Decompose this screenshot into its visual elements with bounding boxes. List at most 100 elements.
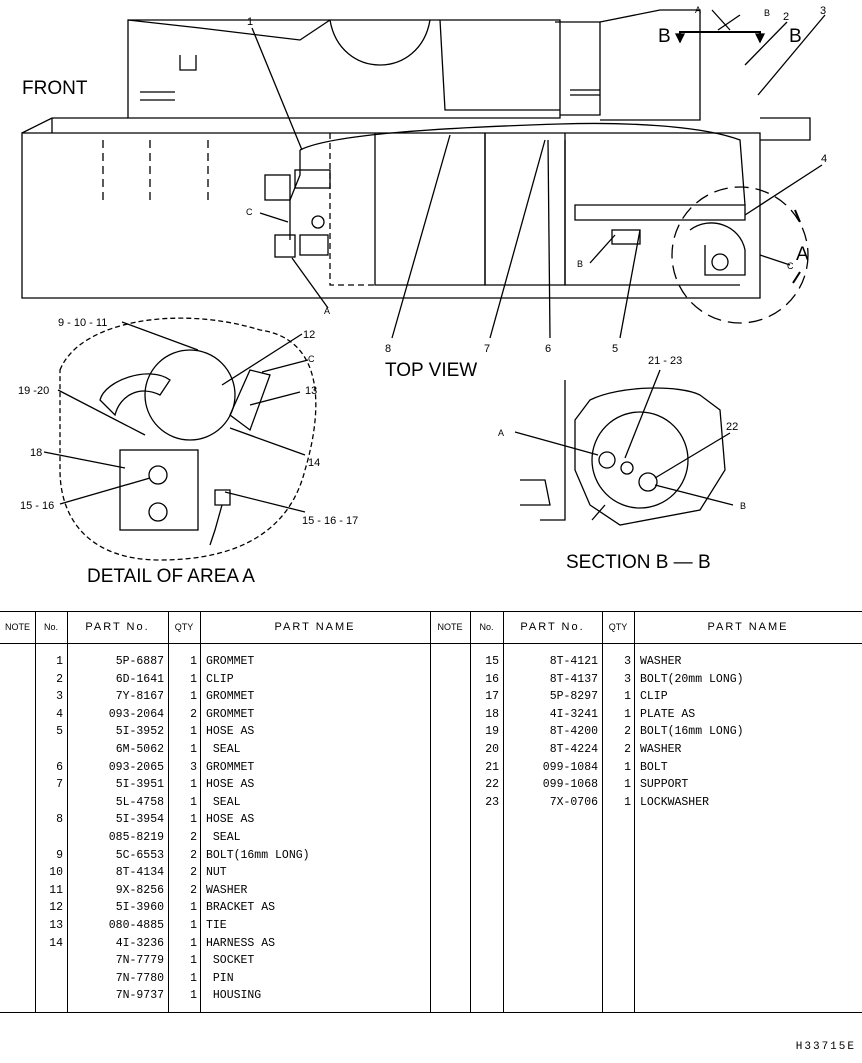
detail-a-arrow-label: A [796,244,809,265]
callout-1: 1 [247,16,253,28]
header-note-right: NOTE [437,622,463,632]
quantity: 3 [624,655,631,668]
callout-21-23: 21 - 23 [648,355,682,367]
parts-table: NOTE No. PART No. QTY PART NAME NOTE No.… [0,611,862,1013]
quantity: 2 [190,831,197,844]
part-number: 5I-3960 [115,901,164,915]
quantity: 2 [190,883,197,897]
quantity: 1 [190,778,197,792]
row-number: 13 [49,919,63,932]
part-name: CLIP [206,672,234,686]
callout-b-lower: B [577,259,583,269]
row-number: 19 [485,725,499,739]
part-name: SEAL [206,743,241,756]
callout-2: 2 [783,11,789,23]
part-name: WASHER [640,743,682,756]
section-bb-label: SECTION B — B [566,552,711,573]
header-no-right: No. [479,622,494,632]
quantity: 1 [624,778,631,792]
table-row: 7 5I-3951 1 HOSE AS [0,776,862,794]
part-number: 7N-7780 [115,971,164,985]
callout-15-16: 15 - 16 [20,500,54,512]
header-part-no-right: PART No. [520,621,585,633]
part-number: 093-2065 [108,760,164,774]
quantity: 1 [190,672,197,686]
section-b-left-mark: B [658,26,671,47]
callout-7: 7 [484,343,490,355]
quantity: 1 [624,795,631,809]
part-number: 9X-8256 [115,883,164,897]
part-number: 4I-3241 [549,707,598,721]
section-b-right-mark: B [789,26,802,47]
part-number: 099-1084 [542,760,598,774]
part-name: LOCKWASHER [640,795,710,809]
callout-section-a: A [498,428,504,438]
part-name: PLATE AS [640,707,696,721]
quantity: 1 [624,760,631,774]
callout-b-top: B [764,8,770,18]
part-name: SEAL [206,795,241,809]
row-number: 21 [485,760,499,774]
part-name: PIN [206,971,234,985]
callout-c-right: C [787,261,794,271]
part-name: HOSE AS [206,778,255,792]
quantity: 1 [190,936,197,950]
callout-13: 13 [305,385,317,397]
part-name: TIE [206,919,227,932]
part-number: 5I-3954 [115,813,164,827]
part-number: 5P-6887 [115,655,164,668]
callout-22: 22 [726,421,738,433]
quantity: 2 [190,707,197,721]
part-number: 093-2064 [108,707,164,721]
callout-18: 18 [30,447,42,459]
parts-diagram: FRONT TOP VIEW DETAIL OF AREA A SECTION … [18,5,827,587]
header-note-left: NOTE [4,622,30,632]
part-number: 8T-4200 [549,725,598,739]
row-number: 18 [485,707,499,721]
part-name: NUT [206,866,227,880]
callout-a-left: A [324,306,330,316]
callout-3: 3 [820,5,826,17]
row-number: 7 [56,778,63,792]
callout-a-top: A [695,5,701,15]
part-number: 085-8219 [108,831,164,844]
row-number: 4 [56,707,63,721]
part-number: 7N-9737 [115,989,164,1003]
part-number: 5I-3951 [115,778,164,792]
row-number: 17 [485,690,499,704]
row-number: 22 [485,778,499,792]
part-number: 4I-3236 [115,936,164,950]
header-qty-right: QTY [608,622,628,632]
part-name: GROMMET [206,760,255,774]
part-number: 7Y-8167 [115,690,164,704]
quantity: 1 [190,655,197,668]
row-number: 3 [56,690,63,704]
part-number: 5I-3952 [115,725,164,739]
part-name: GROMMET [206,655,255,668]
row-number: 1 [56,655,63,668]
callout-14: 14 [308,457,320,469]
quantity: 2 [190,866,197,880]
row-number: 20 [485,743,499,756]
part-number: 080-4885 [108,919,164,932]
callout-c-left: C [246,207,253,217]
quantity: 1 [190,954,197,968]
part-name: BRACKET AS [206,901,276,915]
